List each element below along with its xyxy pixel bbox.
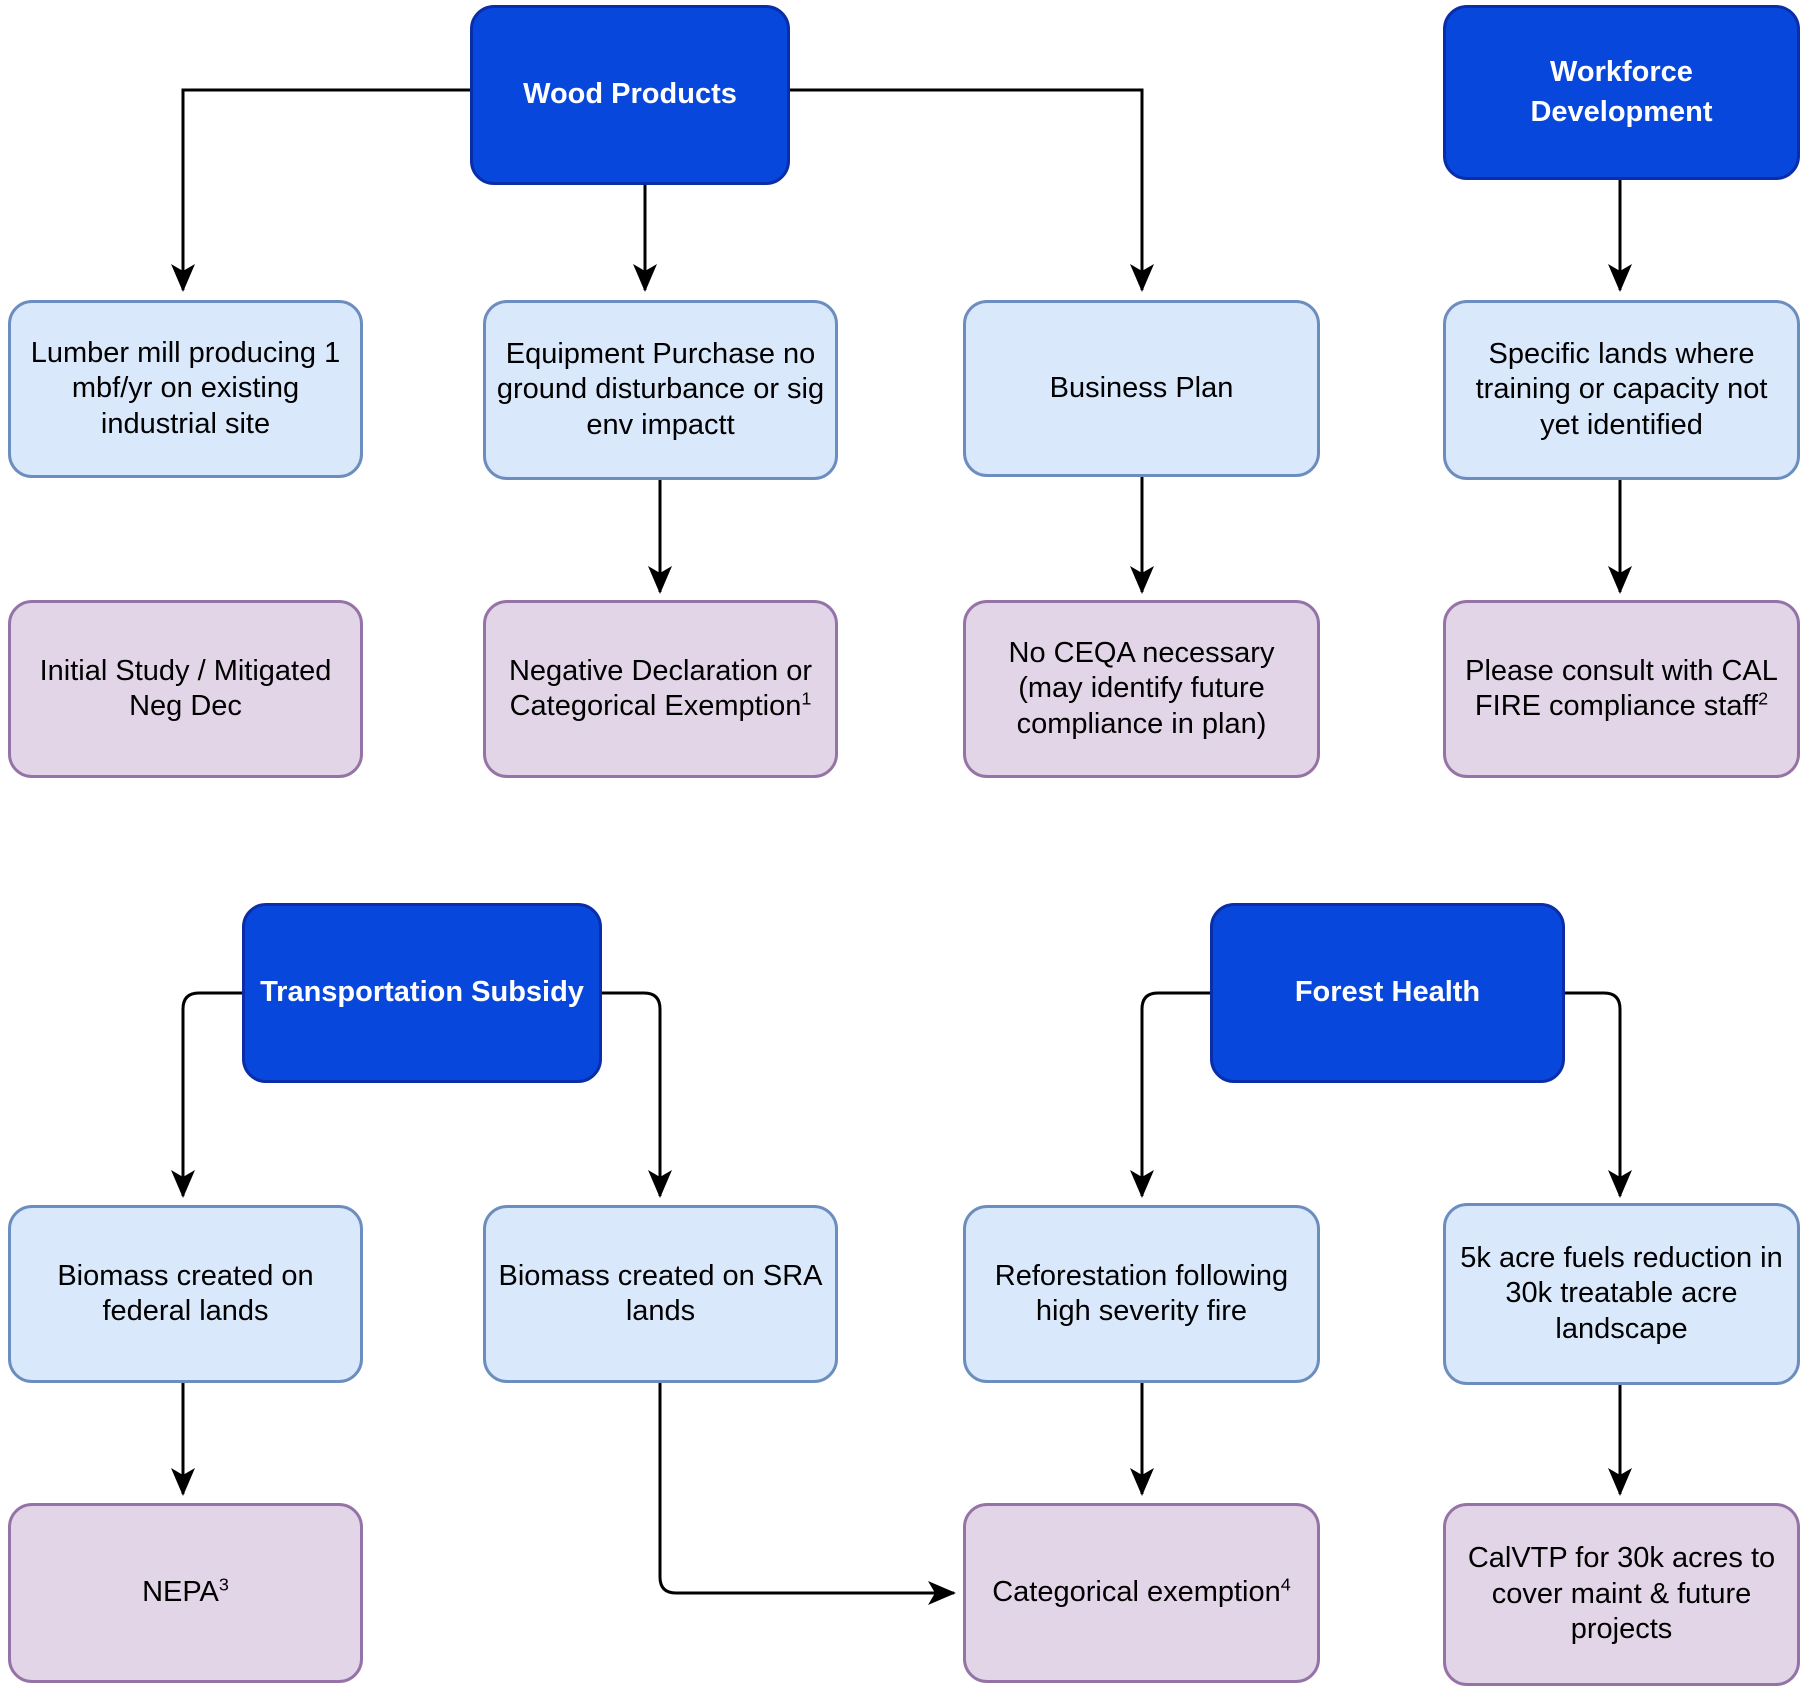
node-nepa-label: NEPA3 — [142, 1574, 229, 1609]
node-lumber-mill-label: Lumber mill producing 1 mbf/yr on existi… — [30, 336, 341, 440]
node-equipment-purchase-label: Equipment Purchase no ground disturbance… — [496, 337, 825, 441]
node-cal-fire-consult: Please consult with CAL FIRE compliance … — [1443, 600, 1800, 778]
node-specific-lands: Specific lands where training or capacit… — [1443, 300, 1800, 480]
node-workforce-development-label: Workforce Development — [1530, 56, 1713, 128]
connector-wood-products-to-business-plan — [790, 88, 1154, 292]
node-specific-lands-label: Specific lands where training or capacit… — [1475, 337, 1768, 441]
node-business-plan-label: Business Plan — [1049, 371, 1234, 404]
node-biomass-sra: Biomass created on SRA lands — [483, 1205, 838, 1383]
node-biomass-sra-label: Biomass created on SRA lands — [498, 1259, 823, 1327]
connector-forest-health-to-reforestation — [1130, 991, 1210, 1198]
connector-biomass-sra-to-categorical-exemption — [658, 1383, 956, 1605]
node-equipment-purchase: Equipment Purchase no ground disturbance… — [483, 300, 838, 480]
node-forest-health: Forest Health — [1210, 903, 1565, 1083]
node-lumber-mill: Lumber mill producing 1 mbf/yr on existi… — [8, 300, 363, 478]
node-biomass-federal: Biomass created on federal lands — [8, 1205, 363, 1383]
node-fuels-reduction-label: 5k acre fuels reduction in 30k treatable… — [1460, 1241, 1783, 1345]
node-reforestation: Reforestation following high severity fi… — [963, 1205, 1320, 1383]
node-business-plan: Business Plan — [963, 300, 1320, 477]
node-calvtp-label: CalVTP for 30k acres to cover maint & fu… — [1467, 1542, 1776, 1646]
node-cal-fire-consult-label: Please consult with CAL FIRE compliance … — [1465, 654, 1778, 722]
node-workforce-development: Workforce Development — [1443, 5, 1800, 180]
node-transportation-subsidy: Transportation Subsidy — [242, 903, 602, 1083]
connector-wood-products-to-lumber-mill — [171, 88, 470, 292]
node-initial-study-label: Initial Study / Mitigated Neg Dec — [39, 654, 332, 722]
node-initial-study: Initial Study / Mitigated Neg Dec — [8, 600, 363, 778]
node-negative-declaration: Negative Declaration or Categorical Exem… — [483, 600, 838, 778]
node-reforestation-label: Reforestation following high severity fi… — [994, 1259, 1289, 1327]
node-forest-health-label: Forest Health — [1294, 976, 1481, 1009]
node-wood-products: Wood Products — [470, 5, 790, 185]
node-transportation-subsidy-label: Transportation Subsidy — [260, 976, 584, 1009]
connector-transportation-to-biomass-sra — [602, 991, 672, 1198]
node-calvtp: CalVTP for 30k acres to cover maint & fu… — [1443, 1503, 1800, 1686]
node-negative-declaration-label: Negative Declaration or Categorical Exem… — [508, 654, 813, 722]
node-biomass-federal-label: Biomass created on federal lands — [57, 1259, 314, 1327]
node-no-ceqa-label: No CEQA necessary (may identify future c… — [1008, 636, 1275, 740]
node-nepa: NEPA3 — [8, 1503, 363, 1683]
node-no-ceqa: No CEQA necessary (may identify future c… — [963, 600, 1320, 778]
node-categorical-exemption: Categorical exemption4 — [963, 1503, 1320, 1683]
node-categorical-exemption-label: Categorical exemption4 — [992, 1574, 1291, 1609]
node-fuels-reduction: 5k acre fuels reduction in 30k treatable… — [1443, 1203, 1800, 1385]
connector-forest-health-to-fuels-reduction — [1565, 991, 1632, 1198]
node-wood-products-label: Wood Products — [523, 78, 737, 111]
connector-transportation-to-biomass-federal — [171, 991, 242, 1198]
